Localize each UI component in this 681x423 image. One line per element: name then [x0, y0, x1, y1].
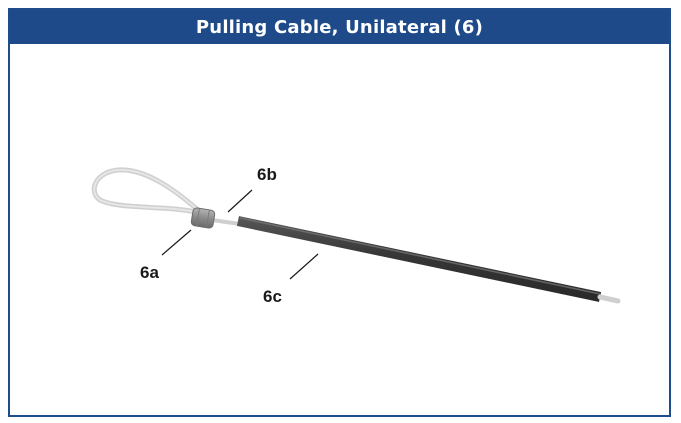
figure-frame: Pulling Cable, Unilateral (6) — [8, 8, 671, 417]
title-bar: Pulling Cable, Unilateral (6) — [10, 10, 669, 44]
cable-sheath — [236, 216, 602, 302]
leader-line-6a — [161, 229, 192, 256]
figure-title: Pulling Cable, Unilateral (6) — [195, 16, 484, 38]
ferrule — [190, 207, 216, 229]
leader-line-6b — [227, 189, 253, 213]
callout-label-6b: 6b — [257, 165, 277, 184]
wire-loop-inner — [93, 168, 201, 214]
bare-wire — [210, 218, 242, 226]
wire-tip — [597, 294, 621, 304]
leader-line-6c — [289, 253, 319, 280]
callout-label-6c: 6c — [263, 287, 282, 306]
callout-label-6a: 6a — [140, 263, 159, 282]
